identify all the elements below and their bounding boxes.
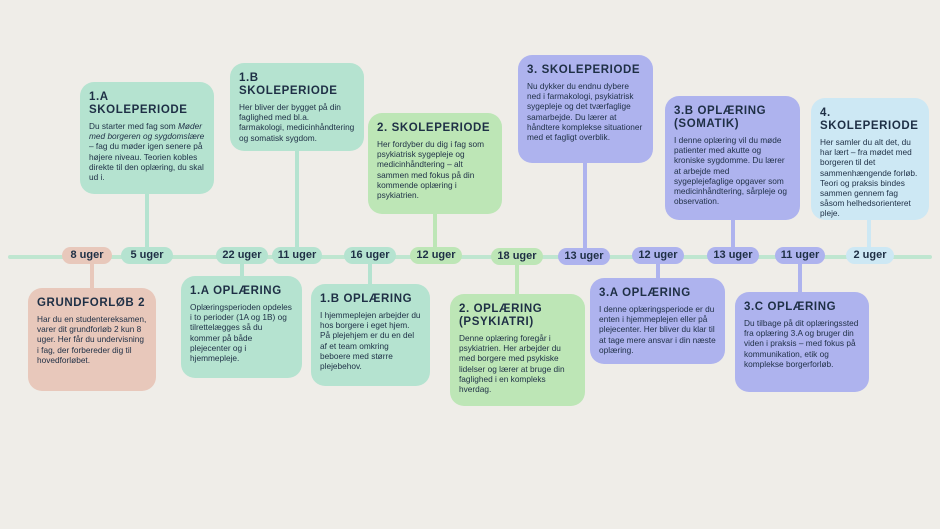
card-oplaering-2: 2. OPLÆRING (PSYKIATRI) Denne oplæring f…	[450, 294, 585, 406]
card-text: Oplæringsperioden opdeles i to perioder …	[190, 302, 292, 364]
card-title: 2. OPLÆRING (PSYKIATRI)	[459, 303, 543, 328]
duration-pill: 12 uger	[410, 247, 462, 264]
card-text: Har du en studentereksamen, varer dit gr…	[37, 314, 147, 365]
card-title: 1.A SKOLEPERIODE	[89, 91, 188, 116]
card-text: I hjemmeplejen arbejder du hos borgere i…	[320, 310, 421, 372]
card-title: 1.A OPLÆRING	[190, 285, 282, 297]
connector	[515, 264, 519, 294]
connector	[867, 220, 871, 249]
card-skole-2: 2. SKOLEPERIODE Her fordyber du dig i fa…	[368, 113, 502, 214]
card-oplaering-1b: 1.B OPLÆRING I hjemmeplejen arbejder du …	[311, 284, 430, 386]
card-skole-1b: 1.B SKOLEPERIODE Her bliver der bygget p…	[230, 63, 364, 151]
card-grundforlob: GRUNDFORLØB 2 Har du en studentereksamen…	[28, 288, 156, 391]
card-title: GRUNDFORLØB 2	[37, 297, 146, 309]
card-title: 4. SKOLEPERIODE	[820, 107, 919, 132]
duration-pill: 11 uger	[775, 247, 825, 264]
duration-pill: 2 uger	[846, 247, 894, 264]
card-text: Her fordyber du dig i fag som psykiatris…	[377, 139, 484, 201]
connector	[240, 264, 244, 278]
duration-pill: 11 uger	[272, 247, 322, 264]
connector	[145, 192, 149, 248]
card-text: Nu dykker du endnu dybere ned i farmakol…	[527, 81, 643, 143]
connector	[368, 264, 372, 284]
card-skole-1a: 1.A SKOLEPERIODE Du starter med fag som …	[80, 82, 214, 194]
card-oplaering-3c: 3.C OPLÆRING Du tilbage på dit oplærings…	[735, 292, 869, 392]
connector	[295, 150, 299, 248]
duration-pill: 22 uger	[216, 247, 268, 264]
card-title: 3.C OPLÆRING	[744, 301, 837, 313]
card-oplaering-1a: 1.A OPLÆRING Oplæringsperioden opdeles i…	[181, 276, 302, 378]
card-oplaering-3b: 3.B OPLÆRING (SOMATIK) I denne oplæring …	[665, 96, 800, 220]
duration-pill: 13 uger	[558, 248, 610, 265]
duration-pill: 13 uger	[707, 247, 759, 264]
card-text: Denne oplæring foregår i psykiatrien. He…	[459, 333, 565, 395]
connector	[90, 264, 94, 289]
card-text: I denne oplæring vil du møde patienter m…	[674, 135, 788, 207]
card-title: 2. SKOLEPERIODE	[377, 122, 491, 134]
card-text: Du starter med fag som Møder med borgere…	[89, 121, 205, 183]
card-title: 3.B OPLÆRING (SOMATIK)	[674, 105, 767, 130]
card-oplaering-3a: 3.A OPLÆRING I denne oplæringsperiode er…	[590, 278, 725, 364]
timeline-line	[8, 255, 932, 259]
card-skole-3: 3. SKOLEPERIODE Nu dykker du endnu dyber…	[518, 55, 653, 163]
card-title: 1.B OPLÆRING	[320, 293, 413, 305]
card-text: I denne oplæringsperiode er du enten i h…	[599, 304, 716, 355]
card-title: 3. SKOLEPERIODE	[527, 64, 641, 76]
duration-pill: 12 uger	[632, 247, 684, 264]
duration-pill: 8 uger	[62, 247, 112, 264]
card-text: Her bliver der bygget på din faglighed m…	[239, 102, 355, 143]
connector	[798, 264, 802, 292]
card-text: Her samler du alt det, du har lært – fra…	[820, 137, 918, 219]
card-title: 3.A OPLÆRING	[599, 287, 691, 299]
connector	[583, 163, 587, 249]
connector	[656, 264, 660, 278]
connector	[433, 213, 437, 248]
card-skole-4: 4. SKOLEPERIODE Her samler du alt det, d…	[811, 98, 929, 220]
card-title: 1.B SKOLEPERIODE	[239, 72, 338, 97]
duration-pill: 18 uger	[491, 248, 543, 265]
duration-pill: 5 uger	[121, 247, 173, 264]
card-text: Du tilbage på dit oplæringssted fra oplæ…	[744, 318, 859, 369]
connector	[731, 219, 735, 249]
duration-pill: 16 uger	[344, 247, 396, 264]
